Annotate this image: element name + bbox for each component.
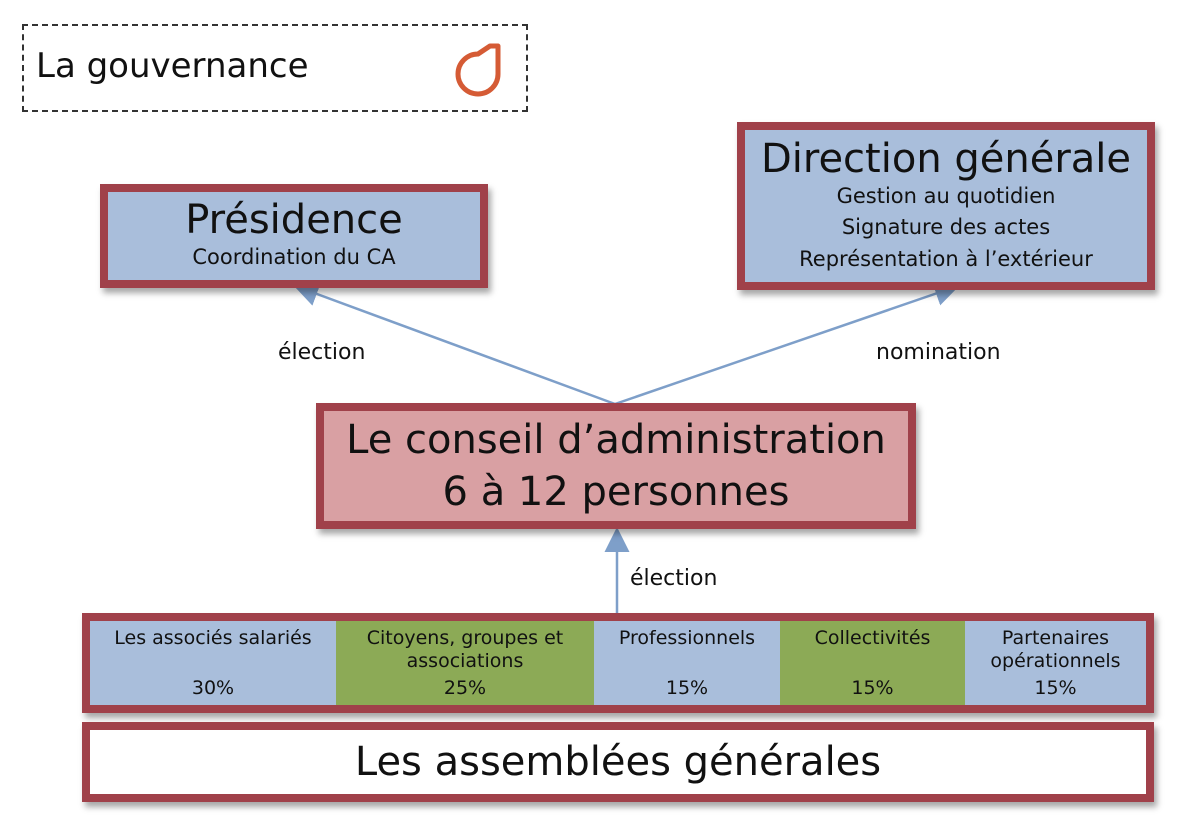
presidence-title: Présidence: [185, 197, 403, 244]
member-segment: Professionnels 15%: [594, 621, 780, 705]
direction-line: Signature des actes: [841, 215, 1051, 240]
member-label: Professionnels: [618, 627, 756, 649]
members-box: Les associés salariés 30% Citoyens, grou…: [82, 613, 1154, 713]
member-percent: 30%: [191, 677, 235, 699]
member-percent: 15%: [665, 677, 709, 699]
member-label: Collectivités: [814, 627, 931, 649]
direction-box: Direction générale Gestion au quotidien …: [737, 122, 1155, 290]
direction-line: Représentation à l’extérieur: [799, 246, 1093, 271]
member-label: Citoyens, groupes et associations: [366, 627, 564, 672]
member-label: Partenaires opérationnels: [990, 627, 1121, 672]
label-nomination: nomination: [876, 340, 1001, 365]
conseil-size: 6 à 12 personnes: [442, 469, 790, 515]
member-percent: 25%: [443, 677, 487, 699]
label-election-presidence: élection: [278, 340, 366, 365]
member-percent: 15%: [1034, 677, 1077, 699]
orange-drop-logo-icon: [455, 43, 501, 97]
page-title: La gouvernance: [36, 46, 309, 86]
member-label: Les associés salariés: [114, 627, 312, 649]
direction-title: Direction générale: [760, 135, 1132, 182]
presidence-line: Coordination du CA: [192, 245, 396, 270]
member-segment: Citoyens, groupes et associations 25%: [336, 621, 594, 705]
arrow-to-presidence: [293, 282, 616, 406]
conseil-box: Le conseil d’administration 6 à 12 perso…: [316, 403, 916, 529]
label-election-conseil: élection: [630, 566, 718, 591]
member-segment: Les associés salariés 30%: [90, 621, 336, 705]
members-strip: Les associés salariés 30% Citoyens, grou…: [90, 621, 1146, 705]
member-segment: Collectivités 15%: [780, 621, 965, 705]
member-segment: Partenaires opérationnels 15%: [965, 621, 1146, 705]
presidence-box: Présidence Coordination du CA: [100, 184, 488, 288]
assemblee-title: Les assemblées générales: [354, 739, 882, 785]
assemblee-box: Les assemblées générales: [82, 722, 1154, 802]
conseil-title: Le conseil d’administration: [346, 417, 886, 463]
header-tag: La gouvernance: [22, 24, 528, 112]
direction-line: Gestion au quotidien: [836, 183, 1056, 208]
member-percent: 15%: [851, 677, 894, 699]
arrow-to-direction: [614, 281, 960, 406]
